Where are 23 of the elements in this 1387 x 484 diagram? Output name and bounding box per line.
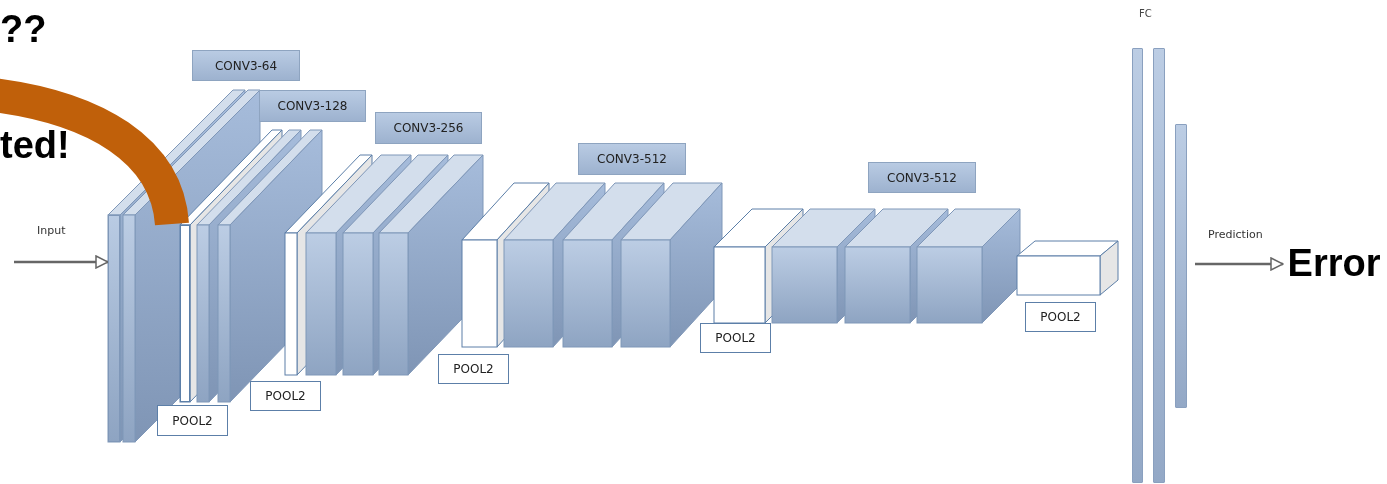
- pool-label-box: POOL2: [438, 354, 509, 384]
- fc-layer-bar: [1153, 48, 1165, 483]
- fc-layer-bar: [1132, 48, 1143, 483]
- arrow: [1195, 257, 1284, 271]
- edge-label: Input: [36, 224, 67, 237]
- layer-label-box: CONV3-64: [192, 50, 300, 81]
- layer-label-box: CONV3-128: [259, 90, 366, 122]
- output-text: Error: [1283, 240, 1385, 286]
- heading-text: ??: [0, 8, 47, 51]
- layer-label-box: CONV3-512: [868, 162, 976, 193]
- pool-label-box: POOL2: [157, 405, 228, 436]
- pool-label-box: POOL2: [700, 323, 771, 353]
- pool-label-box: POOL2: [250, 381, 321, 411]
- layer-label-box: CONV3-256: [375, 112, 482, 144]
- heading-text: ted!: [0, 124, 70, 167]
- input-layer-slab: [108, 215, 120, 442]
- layer-label: FC: [1139, 8, 1152, 19]
- arrow: [14, 255, 109, 269]
- edge-label: Prediction: [1207, 228, 1264, 241]
- fc-layer-bar: [1175, 124, 1187, 408]
- layer-label-box: CONV3-512: [578, 143, 686, 175]
- pooling-layer-slab: [180, 225, 190, 402]
- pool-label-box: POOL2: [1025, 302, 1096, 332]
